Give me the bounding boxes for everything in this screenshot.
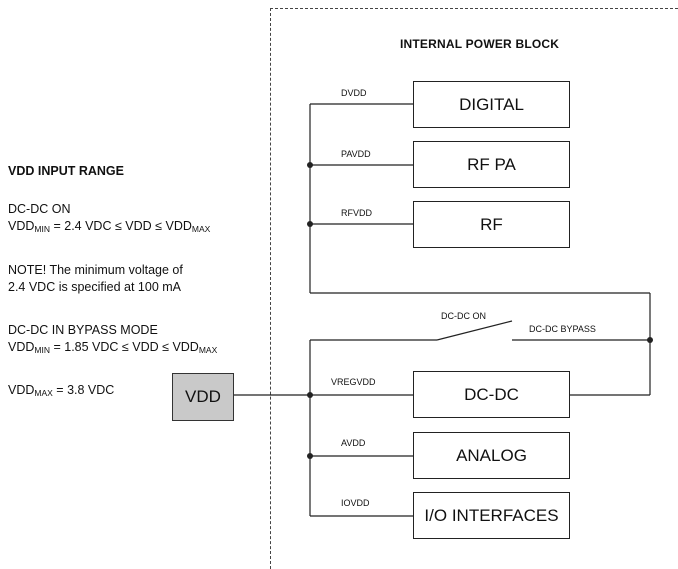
rail-label-avdd: AVDD bbox=[341, 438, 366, 448]
vdd-input-range-heading: VDD INPUT RANGE bbox=[8, 164, 124, 178]
junction-dot bbox=[307, 392, 313, 398]
rail-label-vregvdd: VREGVDD bbox=[331, 377, 376, 387]
rail-label-pavdd: PAVDD bbox=[341, 149, 371, 159]
power-block-border-left bbox=[270, 8, 271, 569]
note-line-2: 2.4 VDC is specified at 100 mA bbox=[8, 280, 181, 294]
dc-dc-block: DC-DC bbox=[413, 371, 570, 418]
junction-dot bbox=[647, 337, 653, 343]
junction-dot bbox=[307, 453, 313, 459]
digital-block: DIGITAL bbox=[413, 81, 570, 128]
switch-bypass-label: DC-DC BYPASS bbox=[529, 324, 596, 334]
io-interfaces-block: I/O INTERFACES bbox=[413, 492, 570, 539]
note-line-1: NOTE! The minimum voltage of bbox=[8, 263, 183, 277]
switch-on-label: DC-DC ON bbox=[441, 311, 486, 321]
dcdc-on-range: VDDMIN = 2.4 VDC ≤ VDD ≤ VDDMAX bbox=[8, 219, 211, 234]
bypass-title: DC-DC IN BYPASS MODE bbox=[8, 323, 158, 337]
rail-label-dvdd: DVDD bbox=[341, 88, 367, 98]
power-block-border-top bbox=[270, 8, 678, 9]
rf-block: RF bbox=[413, 201, 570, 248]
vddmax-value: VDDMAX = 3.8 VDC bbox=[8, 383, 115, 398]
switch-blade bbox=[436, 320, 513, 341]
junction-dot bbox=[307, 221, 313, 227]
bypass-range: VDDMIN = 1.85 VDC ≤ VDD ≤ VDDMAX bbox=[8, 340, 218, 355]
vdd-source-box: VDD bbox=[172, 373, 234, 421]
analog-block: ANALOG bbox=[413, 432, 570, 479]
junction-dot bbox=[307, 162, 313, 168]
rail-label-iovdd: IOVDD bbox=[341, 498, 370, 508]
rail-label-rfvdd: RFVDD bbox=[341, 208, 372, 218]
dcdc-on-title: DC-DC ON bbox=[8, 202, 71, 216]
power-block-title: INTERNAL POWER BLOCK bbox=[400, 37, 560, 51]
rf-pa-block: RF PA bbox=[413, 141, 570, 188]
